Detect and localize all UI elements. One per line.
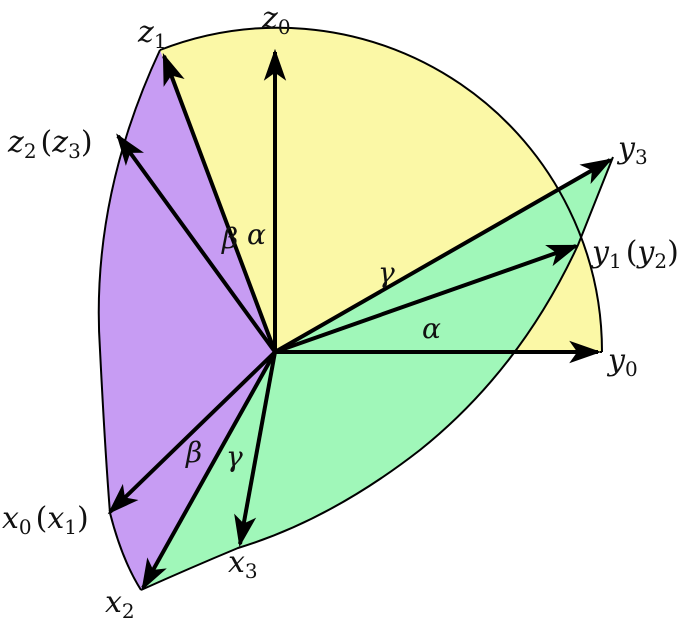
green-arc [140, 156, 614, 591]
axis-y3 [274, 158, 613, 354]
angle-beta-top: β [221, 222, 238, 255]
angle-gamma-bottom: γ [226, 440, 243, 473]
label-x3: x3 [228, 545, 258, 583]
label-y1-y2: y1(y2) [590, 235, 679, 273]
axis-x2 [141, 351, 277, 591]
axis-y1 [274, 244, 580, 354]
angle-gamma-right: γ [378, 256, 395, 289]
angle-beta-bottom: β [185, 436, 202, 469]
angle-alpha-top: α [247, 218, 266, 251]
yellow-arc [159, 26, 603, 353]
label-z2-z3: z2(z3) [7, 125, 93, 163]
axis-z2 [116, 133, 277, 354]
label-z1: z1 [137, 15, 167, 53]
label-x2: x2 [105, 585, 135, 618]
axis-z1 [162, 53, 277, 353]
label-z0: z0 [261, 1, 291, 39]
label-y0: y0 [606, 343, 638, 381]
angle-alpha-right: α [422, 312, 441, 345]
purple-region [98, 50, 275, 590]
green-region [141, 157, 613, 590]
label-x0-x1: x0(x1) [2, 501, 89, 539]
axis-x3 [234, 351, 277, 548]
label-y3: y3 [616, 131, 648, 169]
axis-x0 [107, 350, 277, 515]
